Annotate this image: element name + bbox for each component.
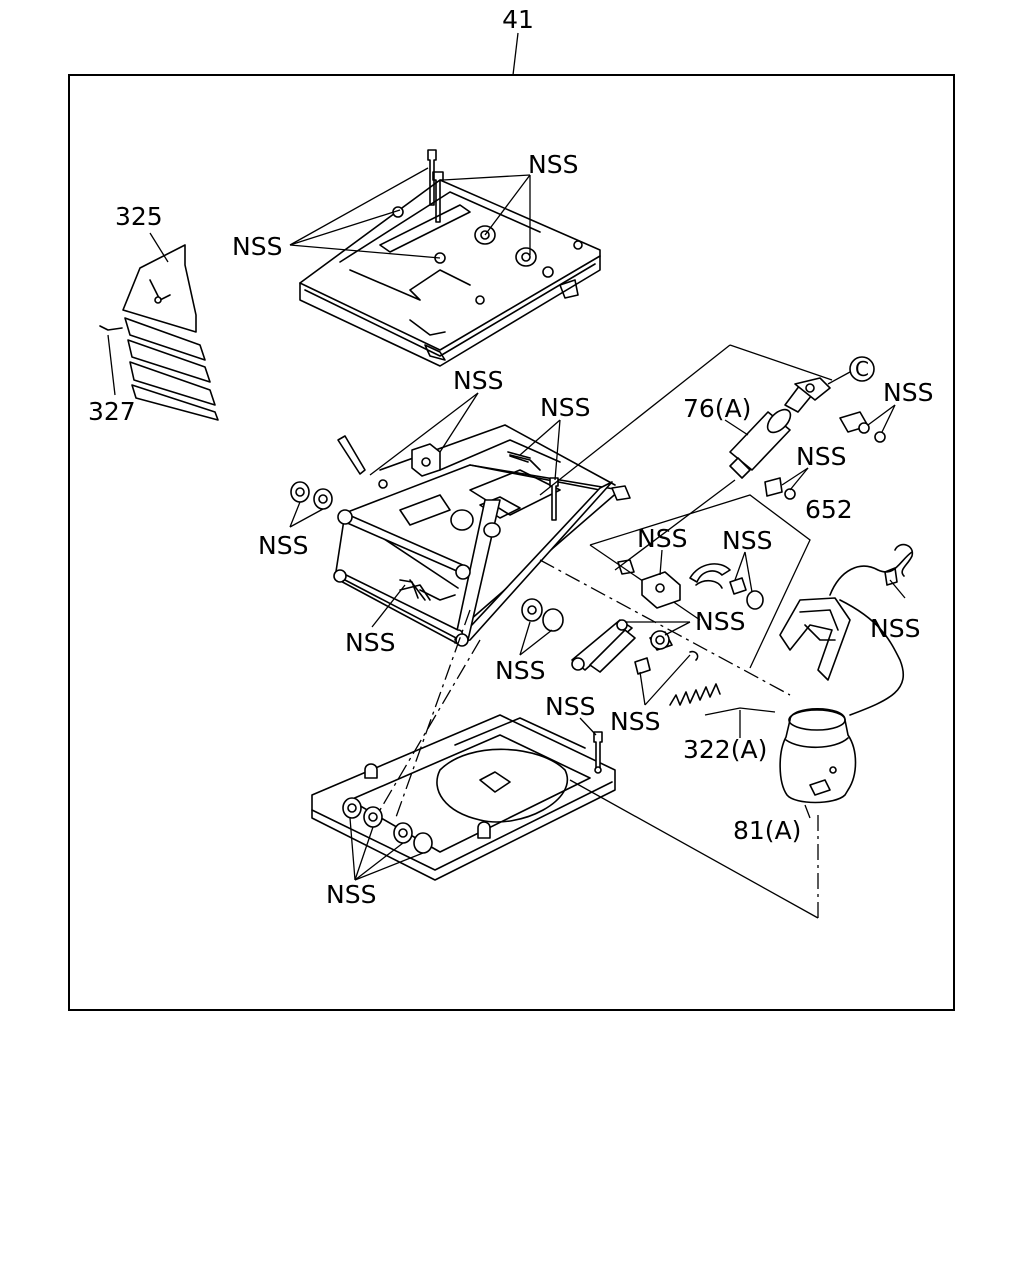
nss-label: NSS (326, 880, 376, 909)
leader-322a (704, 707, 776, 716)
kit-652-leaders (625, 549, 753, 706)
shock-absorber (729, 377, 886, 500)
callout-325: 325 (115, 202, 163, 231)
callout-81a: 81(A) (733, 816, 801, 845)
callout-652: 652 (805, 495, 853, 524)
nss-label: NSS (232, 232, 282, 261)
shock-leaders (724, 371, 896, 491)
nss-label: NSS (453, 366, 503, 395)
nss-label: NSS (610, 707, 660, 736)
assembly-frame (68, 74, 955, 1011)
nss-label: NSS (637, 524, 687, 553)
assembly-ref-label: 41 (502, 5, 534, 34)
nss-label: NSS (695, 607, 745, 636)
circle-c-label: C (855, 357, 869, 381)
leader-81a (804, 804, 811, 819)
assembly-leader (512, 32, 519, 76)
valve-nss-leader (889, 579, 906, 599)
nss-label: NSS (545, 692, 595, 721)
nss-label: NSS (883, 378, 933, 407)
assembly-center-lines (379, 344, 833, 919)
nss-label: NSS (258, 531, 308, 560)
kit-652-parts (571, 563, 764, 675)
callout-327: 327 (88, 397, 136, 426)
nss-label: NSS (495, 656, 545, 685)
nss-label: NSS (540, 393, 590, 422)
nss-label: NSS (796, 442, 846, 471)
nss-label: NSS (870, 614, 920, 643)
top-seat-plate (299, 149, 601, 367)
leader-327 (107, 334, 116, 396)
air-spring (779, 707, 857, 804)
nss-label: NSS (345, 628, 395, 657)
bottom-base-frame (311, 714, 616, 881)
top-plate-leaders (289, 167, 531, 259)
scissor-mechanism (333, 424, 635, 647)
kit-652-box (589, 494, 811, 669)
spring (669, 683, 721, 706)
circle-letter-icon (849, 356, 875, 382)
nss-label: NSS (722, 526, 772, 555)
callout-322a: 322(A) (683, 735, 767, 764)
callout-76a: 76(A) (683, 394, 751, 423)
bellows-cover (99, 244, 219, 421)
scissor-leaders (289, 392, 561, 656)
leader-325 (149, 232, 169, 263)
nss-label: NSS (528, 150, 578, 179)
base-leaders (349, 717, 597, 881)
valve-assembly (779, 543, 914, 716)
